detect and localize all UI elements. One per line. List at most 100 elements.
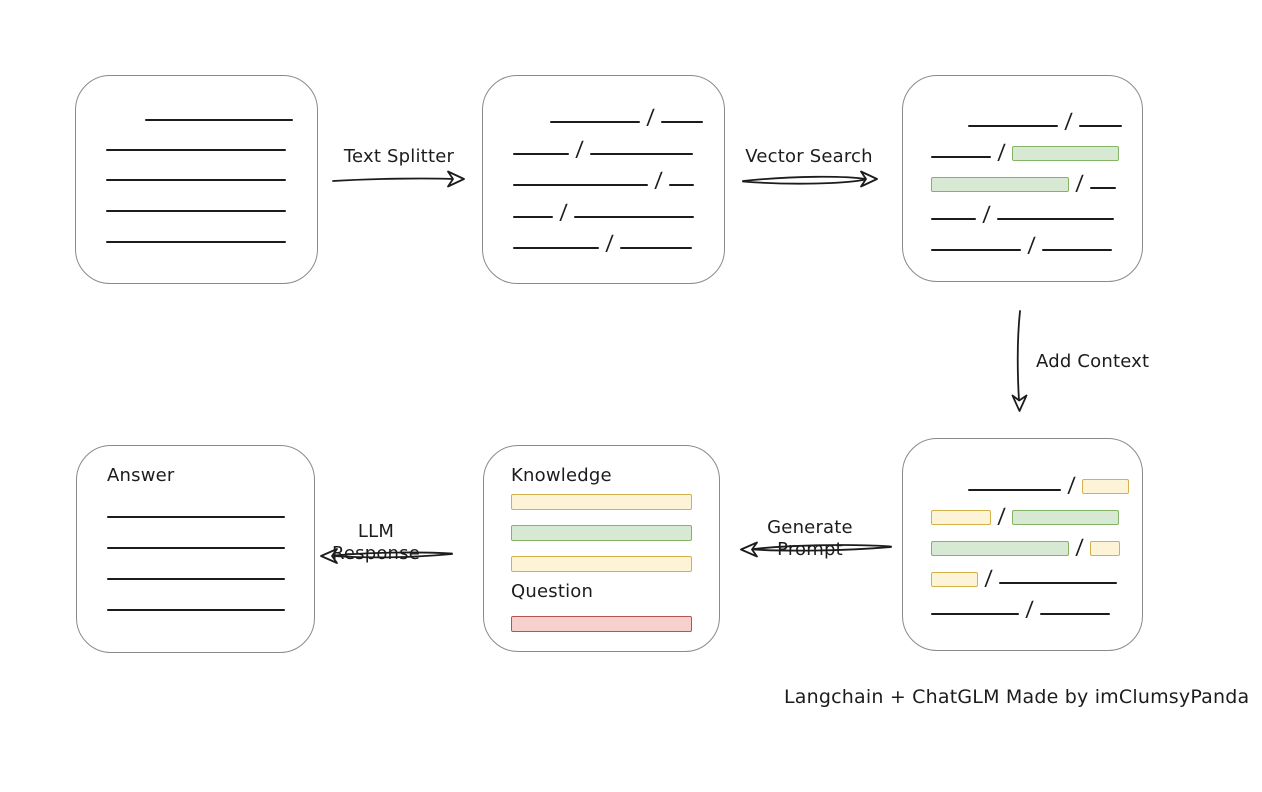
text-line [107, 516, 285, 518]
vector-search-result-box: ///// [902, 75, 1143, 282]
split-slash: / [997, 140, 1006, 164]
indent-space [513, 122, 543, 123]
box-row: / [931, 553, 1118, 590]
box-row [107, 518, 285, 549]
text-line [513, 152, 569, 155]
text-line [669, 184, 695, 187]
text-line [931, 613, 1019, 615]
box-row: / [931, 220, 1114, 257]
box-row [106, 181, 286, 212]
box-row: / [931, 158, 1117, 195]
text-line [106, 179, 286, 181]
box-row: / [513, 92, 704, 129]
text-line [107, 578, 285, 580]
split-slash: / [984, 566, 993, 590]
llm-response-label: LLM Response [331, 521, 421, 564]
split-slash: / [1025, 597, 1034, 621]
text-line [931, 249, 1021, 251]
box-row: Answer [107, 462, 284, 486]
text-line [620, 246, 693, 249]
green-chunk [931, 177, 1069, 192]
box-row: / [931, 584, 1114, 621]
text-splitter-arrow [332, 170, 465, 188]
text-line [1042, 249, 1113, 251]
box-row [107, 487, 285, 518]
split-slash: / [1075, 535, 1084, 559]
text-line [513, 184, 648, 187]
box-row: Knowledge [511, 462, 692, 486]
box-row [107, 580, 285, 611]
vector-search-arrow [742, 170, 878, 188]
box-row [106, 151, 286, 181]
text-line [145, 119, 293, 121]
box-label: Knowledge [511, 465, 612, 486]
split-text-box: ///// [482, 75, 725, 284]
box-row [106, 212, 286, 243]
indent-space [106, 120, 138, 121]
box-row [511, 556, 692, 572]
box-row: / [931, 189, 1115, 226]
box-row: / [513, 186, 696, 224]
text-line [931, 156, 991, 158]
text-line [1090, 187, 1117, 189]
yellow-chunk [1082, 479, 1130, 494]
box-row: Question [511, 578, 692, 602]
green-bar [511, 525, 692, 541]
text-line [107, 547, 285, 549]
green-chunk [1012, 510, 1120, 525]
green-chunk [1012, 146, 1120, 161]
split-slash: / [1064, 109, 1073, 133]
text-line [931, 218, 976, 220]
red-bar [511, 616, 692, 632]
text-line [590, 152, 694, 155]
box-row [511, 525, 692, 541]
box-label: Answer [107, 465, 175, 486]
split-slash: / [1067, 473, 1076, 497]
text-splitter-label: Text Splitter [343, 146, 455, 167]
box-row: / [931, 460, 1130, 497]
text-line [107, 609, 285, 611]
text-line [968, 489, 1061, 491]
box-row: / [513, 155, 696, 192]
credit-caption: Langchain + ChatGLM Made by imClumsyPand… [784, 686, 1250, 708]
box-row: / [931, 96, 1123, 133]
indent-space [931, 490, 961, 491]
yellow-bar [511, 556, 692, 572]
generate-prompt-label: Generate Prompt [767, 517, 853, 560]
add-context-label: Add Context [1036, 351, 1150, 372]
text-line [106, 149, 286, 151]
yellow-chunk [931, 572, 978, 587]
text-line [106, 241, 286, 243]
split-slash: / [646, 105, 655, 130]
text-line [513, 215, 553, 218]
box-row [107, 549, 285, 580]
split-slash: / [605, 230, 614, 255]
text-line [106, 210, 286, 212]
answer-box: Answer [76, 445, 315, 653]
green-chunk [931, 541, 1069, 556]
box-row [511, 615, 692, 632]
split-slash: / [559, 199, 568, 224]
document-box [75, 75, 318, 284]
text-line [574, 215, 695, 218]
box-row: / [931, 127, 1120, 164]
text-line [1040, 613, 1111, 615]
box-row: / [931, 522, 1121, 559]
add-context-arrow [1011, 310, 1028, 412]
text-line [661, 121, 704, 124]
text-line [999, 582, 1118, 584]
text-line [968, 125, 1058, 127]
text-line [550, 121, 640, 124]
box-label: Question [511, 581, 594, 602]
yellow-chunk [931, 510, 991, 525]
text-line [513, 246, 599, 249]
split-slash: / [997, 504, 1006, 528]
box-row: / [931, 491, 1120, 528]
context-box: / / / / / [902, 438, 1143, 651]
yellow-chunk [1090, 541, 1121, 556]
split-slash: / [575, 136, 584, 161]
split-slash: / [982, 202, 991, 226]
box-row: / [513, 218, 696, 255]
